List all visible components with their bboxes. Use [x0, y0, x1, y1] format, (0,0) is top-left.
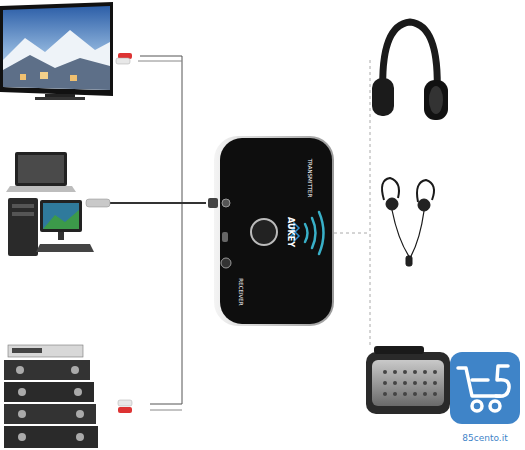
- speaker-illustration: [366, 346, 450, 414]
- watermark: 85cento.it: [462, 434, 507, 443]
- tv-illustration: [0, 2, 132, 100]
- bluetooth-signal: [289, 212, 324, 254]
- brand-marking: AUKEY: [286, 217, 294, 247]
- earphones-illustration: [382, 178, 434, 266]
- device-marking: RECEIVER: [237, 278, 243, 305]
- headphones-illustration: [372, 22, 448, 120]
- logo-mark: [450, 352, 520, 424]
- wireless-link: [334, 60, 370, 345]
- bluetooth-adapter-illustration: [208, 136, 334, 326]
- amplifier-illustration: [4, 345, 132, 448]
- device-marking: TRANSMITTER: [306, 159, 312, 198]
- computer-illustration: [6, 152, 110, 256]
- cable-wire: [110, 56, 206, 410]
